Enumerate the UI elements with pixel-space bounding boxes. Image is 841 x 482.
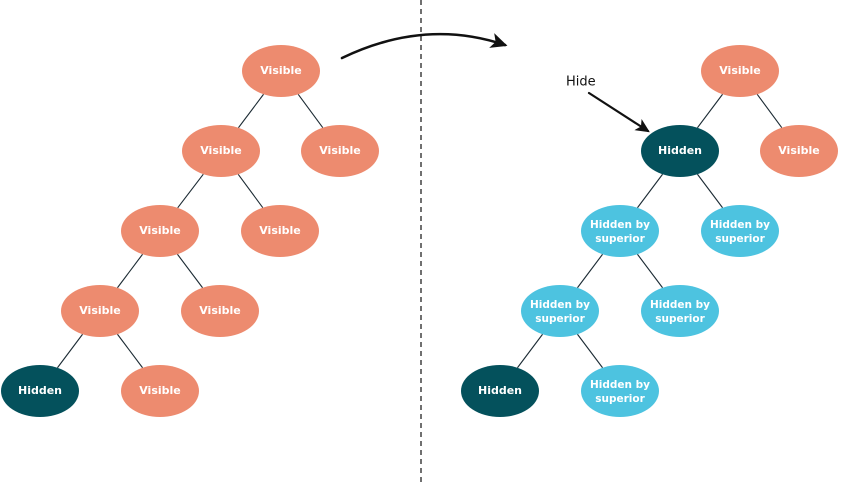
node-shape[interactable] (641, 285, 719, 337)
tree-edge (697, 173, 723, 209)
node-shape[interactable] (121, 205, 199, 257)
node-shape[interactable] (581, 205, 659, 257)
tree-node-hidden[interactable]: Hidden (461, 365, 539, 417)
tree-edge (297, 94, 324, 128)
tree-edge (517, 333, 543, 369)
tree-node-visible[interactable]: Visible (242, 45, 320, 97)
node-shape[interactable] (641, 125, 719, 177)
node-shape[interactable] (301, 125, 379, 177)
tree-node-visible[interactable]: Visible (61, 285, 139, 337)
hide-pointer-arrow-icon (587, 91, 650, 133)
transition-flow-arrow-icon (340, 32, 508, 60)
tree-edge (637, 253, 663, 289)
tree-node-visible[interactable]: Visible (760, 125, 838, 177)
node-shape[interactable] (181, 285, 259, 337)
tree-node-visible[interactable]: Visible (181, 285, 259, 337)
tree-edge (237, 174, 264, 208)
tree-edge (117, 333, 143, 369)
node-shape[interactable] (701, 205, 779, 257)
node-shape[interactable] (701, 45, 779, 97)
tree-edge (177, 173, 204, 209)
tree-node-hidden[interactable]: Hidden (641, 125, 719, 177)
node-shape[interactable] (760, 125, 838, 177)
node-shape[interactable] (242, 45, 320, 97)
node-shape[interactable] (182, 125, 260, 177)
tree-node-visible[interactable]: Visible (701, 45, 779, 97)
tree-edge (57, 333, 83, 369)
node-shape[interactable] (241, 205, 319, 257)
tree-edge (577, 253, 603, 289)
tree-edge (238, 93, 264, 129)
tree-node-hidden[interactable]: Hidden (1, 365, 79, 417)
tree-node-visible[interactable]: Visible (182, 125, 260, 177)
node-shape[interactable] (121, 365, 199, 417)
node-shape[interactable] (61, 285, 139, 337)
tree-node-visible[interactable]: Visible (121, 205, 199, 257)
tree-node-visible[interactable]: Visible (301, 125, 379, 177)
tree-edge (756, 94, 783, 128)
hide-annotation-label: Hide (566, 75, 596, 90)
tree-node-visible[interactable]: Visible (121, 365, 199, 417)
tree-edge (637, 173, 663, 209)
node-shape[interactable] (461, 365, 539, 417)
tree-edge (117, 253, 143, 289)
node-shape[interactable] (521, 285, 599, 337)
tree-edge (577, 333, 603, 369)
edges-layer (57, 93, 783, 369)
node-shape[interactable] (1, 365, 79, 417)
node-shape[interactable] (581, 365, 659, 417)
tree-edge (697, 93, 723, 129)
tree-edge (177, 253, 203, 289)
tree-node-visible[interactable]: Visible (241, 205, 319, 257)
